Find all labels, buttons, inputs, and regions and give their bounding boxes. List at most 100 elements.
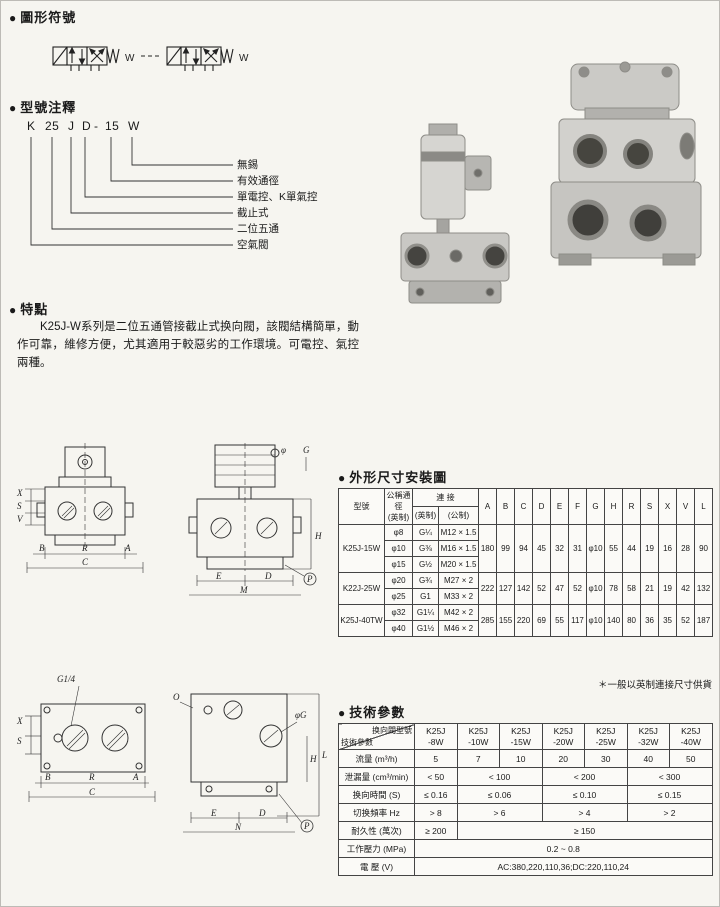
params-corner-top-label: 换向閥型號 <box>372 726 412 735</box>
dim-header-letter: X <box>658 488 678 525</box>
params-cell: > 6 <box>456 803 543 822</box>
dim-cell-bore: φ15 <box>384 556 413 573</box>
pneumatic-symbol-diagram: W W <box>52 46 249 71</box>
dim-label: D <box>258 808 266 818</box>
dim-label: V <box>17 514 24 524</box>
model-code-label: 二位五通 <box>237 223 279 235</box>
dim-cell-metric: M42 × 2 <box>437 604 480 621</box>
dim-header-metric: (公制) <box>437 506 480 525</box>
params-cell: 50 <box>669 749 713 768</box>
params-cell: ≤ 0.15 <box>626 785 713 804</box>
fig2-side-view <box>179 693 320 833</box>
params-cell: 40 <box>626 749 670 768</box>
dim-cell-imperial: G⅜ <box>412 540 439 557</box>
params-cell: > 8 <box>414 803 458 822</box>
dim-label: C <box>82 557 89 567</box>
bullet-icon: ● <box>338 706 347 720</box>
dim-cell-metric: M20 × 1.5 <box>437 556 480 573</box>
section-title: 型號注釋 <box>20 100 77 115</box>
dim-header-letter: L <box>694 488 714 525</box>
dim-cell-value: φ10 <box>586 524 606 573</box>
dim-header-letter: C <box>514 488 534 525</box>
dim-cell-model: K25J-40TW <box>338 604 385 637</box>
dim-cell-value: 52 <box>676 604 696 637</box>
dim-cell-value: 285 <box>478 604 498 637</box>
dim-header-letter: V <box>676 488 696 525</box>
model-code-part: D <box>82 119 92 133</box>
dim-header-letter: F <box>568 488 588 525</box>
dim-label: M <box>239 585 248 595</box>
dim-cell-imperial: G¼ <box>412 524 439 541</box>
params-table-row: 切换頻率 Hz> 8> 6> 4> 2 <box>338 803 713 822</box>
params-corner-bottom-label: 技術參數 <box>341 738 373 747</box>
dim-cell-value: 44 <box>622 524 642 573</box>
dim-label: G <box>303 445 310 455</box>
dim-cell-value: 19 <box>640 524 660 573</box>
dim-cell-value: 52 <box>532 572 552 605</box>
dim-header-letter: R <box>622 488 642 525</box>
dim-header-letter: D <box>532 488 552 525</box>
params-row-label: 换向時間 (S) <box>338 785 415 804</box>
dim-cell-value: 45 <box>532 524 552 573</box>
dim-cell-model: K22J-25W <box>338 572 385 605</box>
dim-label: H <box>309 754 317 764</box>
model-code-part: W <box>128 119 140 133</box>
section-features: ●特點 <box>9 299 48 318</box>
dim-label: φG <box>295 710 307 720</box>
dim-cell-value: 94 <box>514 524 534 573</box>
dimension-drawing-lower: G1/4 X S B R A C O φG L H P E D N <box>16 674 327 833</box>
dim-cell-value: 55 <box>550 604 570 637</box>
dim-label: L <box>321 750 327 760</box>
product-photos <box>400 61 702 304</box>
dim-cell-metric: M12 × 1.5 <box>437 524 480 541</box>
params-header-model: K25J-15W <box>499 723 543 750</box>
dim-label: N <box>234 822 242 832</box>
dim-cell-value: 52 <box>568 572 588 605</box>
params-row-label: 工作壓力 (MPa) <box>338 839 415 858</box>
dim-cell-bore: φ40 <box>384 620 413 637</box>
features-paragraph: K25J-W系列是二位五通管接截止式换向閥，該閥結構簡單，動作可靠，維修方便，尤… <box>17 321 359 369</box>
dim-cell-value: 142 <box>514 572 534 605</box>
params-cell: 5 <box>414 749 458 768</box>
section-graphic-symbols: ●圖形符號 <box>9 7 76 26</box>
params-cell: < 100 <box>456 767 543 786</box>
dim-header-letter: A <box>478 488 498 525</box>
dim-cell-metric: M33 × 2 <box>437 588 480 605</box>
model-code-label: 截止式 <box>237 207 269 219</box>
params-cell: 20 <box>541 749 585 768</box>
section-parameters: ●技術參數 <box>338 702 405 721</box>
dim-cell-value: 47 <box>550 572 570 605</box>
dimension-drawing-upper: X S V B R A C φ G H P E D M <box>16 443 322 596</box>
params-header-model: K25J-20W <box>541 723 585 750</box>
section-title: 圖形符號 <box>20 10 77 25</box>
params-cell: < 300 <box>626 767 713 786</box>
dim-cell-bore: φ20 <box>384 572 413 589</box>
dim-label: R <box>88 772 95 782</box>
dim-cell-imperial: G1 <box>412 588 439 605</box>
model-code-part: 25 <box>45 119 60 133</box>
dim-cell-value: 132 <box>694 572 714 605</box>
symbol-port-label-1: W <box>125 53 135 64</box>
params-header-model: K25J-25W <box>584 723 628 750</box>
params-row-label: 切换頻率 Hz <box>338 803 415 822</box>
bullet-icon: ● <box>9 11 18 25</box>
dim-cell-imperial: G¾ <box>412 572 439 589</box>
dim-cell-value: 222 <box>478 572 498 605</box>
dim-cell-value: 19 <box>658 572 678 605</box>
dim-cell-value: 220 <box>514 604 534 637</box>
section-title: 技術參數 <box>349 705 406 720</box>
dim-cell-metric: M46 × 2 <box>437 620 480 637</box>
params-row-label: 流量 (m³/h) <box>338 749 415 768</box>
params-table-row: 换向時間 (S)≤ 0.16≤ 0.06≤ 0.10≤ 0.15 <box>338 785 713 804</box>
model-code-connector-lines <box>30 137 233 246</box>
section-title: 特點 <box>20 302 49 317</box>
dim-label: φ <box>281 445 286 455</box>
dim-cell-metric: M27 × 2 <box>437 572 480 589</box>
bullet-icon: ● <box>9 101 18 115</box>
params-cell: ≥ 200 <box>414 821 458 840</box>
dim-label: O <box>173 692 180 702</box>
bullet-icon: ● <box>9 303 18 317</box>
